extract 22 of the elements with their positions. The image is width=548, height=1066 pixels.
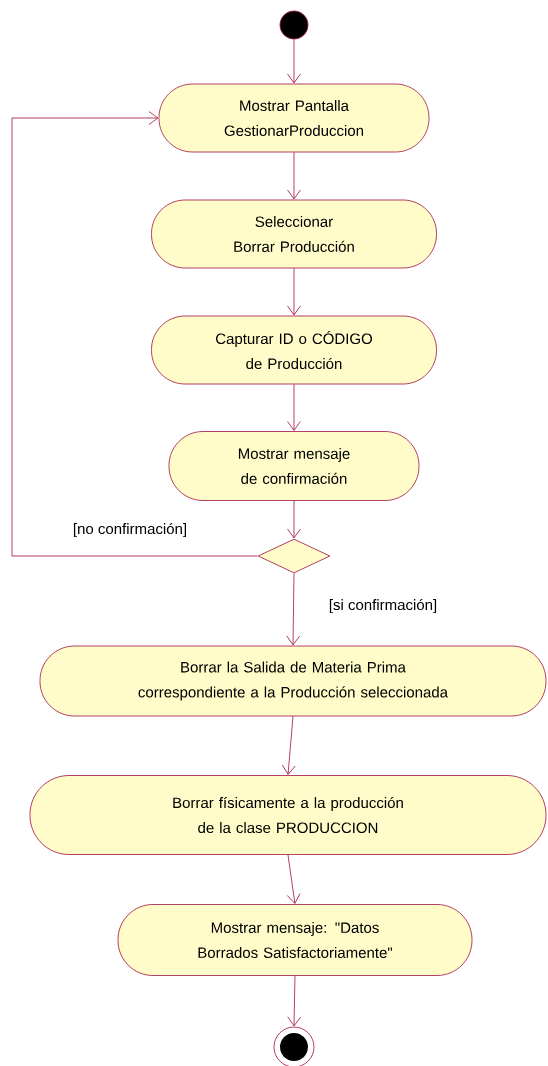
arrow: [286, 854, 301, 904]
arrow: [287, 268, 301, 316]
edge-label: [no confirmación]: [71, 521, 189, 539]
arrow: [11, 111, 258, 557]
arrow: [287, 975, 302, 1027]
activity-box: Borrar físicamente a la producción de la clase PRODUCCION: [29, 775, 547, 855]
activity-box: Mostrar mensaje: "Datos Borrados Satisfactoriamente": [117, 904, 473, 976]
activity-box: Seleccionar Borrar Producción: [151, 199, 437, 269]
activity-box: Capturar ID o CÓDIGO de Producción: [151, 315, 437, 385]
decision-diamond: [257, 538, 331, 574]
edge-label: [si confirmación]: [327, 597, 439, 615]
activity-box: Mostrar mensaje de confirmación: [168, 431, 420, 501]
activity-box: Borrar la Salida de Materia Prima correspondiente a la Producción seleccionada: [39, 645, 547, 717]
arrow: [281, 716, 296, 775]
start-node: [279, 10, 309, 40]
arrow: [286, 573, 301, 646]
activity-box: Mostrar Pantalla GestionarProduccion: [158, 83, 430, 153]
end-node: [273, 1026, 315, 1066]
arrow: [287, 152, 301, 200]
arrow: [287, 39, 301, 84]
arrow: [287, 500, 301, 539]
arrow: [287, 384, 301, 431]
